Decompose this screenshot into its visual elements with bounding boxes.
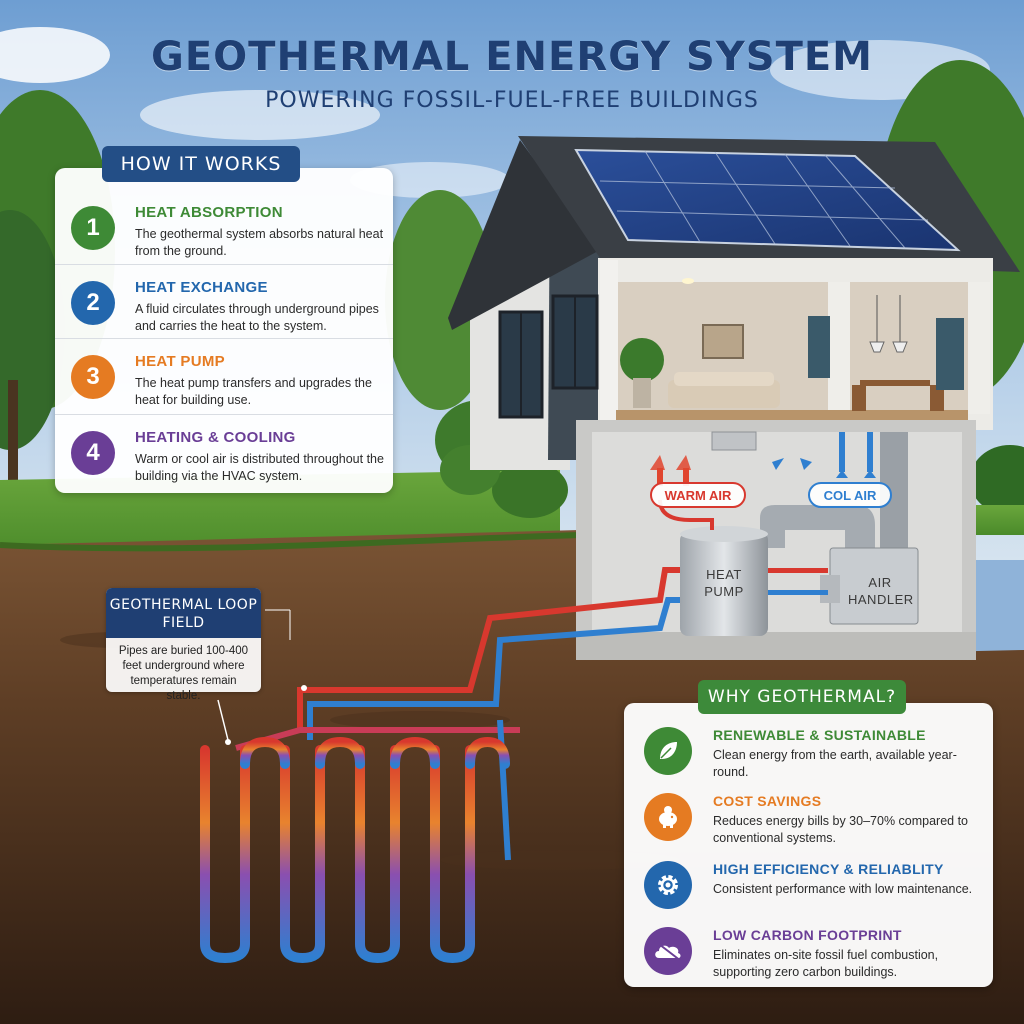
ground-loop-bend: [240, 736, 290, 769]
benefit-title: HIGH EFFICIENCY & RELIABLITY: [713, 861, 944, 877]
step-item: 4 HEATING & COOLING Warm or cool air is …: [55, 414, 393, 492]
loop-field-callout: GEOTHERMAL LOOP FIELD Pipes are buried 1…: [106, 588, 261, 702]
ground-loop-pipe: [430, 745, 475, 964]
heat-pump-label: HEAT PUMP: [704, 567, 744, 599]
benefit-title: COST SAVINGS: [713, 793, 822, 809]
cool-air-label: COL AIR: [808, 482, 892, 508]
loop-field-description: Pipes are buried 100-400 feet undergroun…: [118, 645, 249, 702]
benefit-description: Clean energy from the earth, available y…: [713, 748, 957, 779]
benefit-item: HIGH EFFICIENCY & RELIABLITY Consistent …: [624, 851, 993, 917]
benefit-title: LOW CARBON FOOTPRINT: [713, 927, 902, 943]
step-item: 1 HEAT ABSORPTION The geothermal system …: [55, 190, 393, 268]
benefit-item: RENEWABLE & SUSTAINABLE Clean energy fro…: [624, 717, 993, 783]
benefit-description: Eliminates on-site fossil fuel combustio…: [713, 948, 939, 979]
step-number-badge: 1: [71, 206, 115, 250]
step-number-badge: 3: [71, 355, 115, 399]
page-title: GEOTHERMAL ENERGY SYSTEM: [151, 34, 873, 80]
ground-loop-pipe: [280, 745, 325, 964]
benefit-description: Consistent performance with low maintena…: [713, 882, 973, 896]
step-title: HEATING & COOLING: [135, 429, 296, 446]
step-description: A fluid circulates through underground p…: [135, 302, 379, 333]
co2-icon: [644, 927, 692, 975]
ground-loop-pipe: [200, 745, 250, 964]
ground-loop-pipe: [355, 745, 400, 964]
benefit-title: RENEWABLE & SUSTAINABLE: [713, 727, 926, 743]
leaf-icon: [644, 727, 692, 775]
ground-loop-bend: [390, 736, 440, 769]
benefit-description: Reduces energy bills by 30–70% compared …: [713, 814, 969, 845]
step-number-badge: 2: [71, 281, 115, 325]
how-it-works-panel: 1 HEAT ABSORPTION The geothermal system …: [55, 168, 393, 493]
step-description: The geothermal system absorbs natural he…: [135, 227, 384, 258]
step-number-badge: 4: [71, 431, 115, 475]
page-subtitle: POWERING FOSSIL-FUEL-FREE BUILDINGS: [265, 88, 759, 113]
step-title: HEAT PUMP: [135, 353, 225, 370]
piggy-bank-icon: [644, 793, 692, 841]
benefit-item: COST SAVINGS Reduces energy bills by 30–…: [624, 783, 993, 849]
warm-air-label: WARM AIR: [650, 482, 746, 508]
loop-field-title: GEOTHERMAL LOOP FIELD: [106, 588, 261, 638]
step-item: 3 HEAT PUMP The heat pump transfers and …: [55, 338, 393, 416]
benefit-item: LOW CARBON FOOTPRINT Eliminates on-site …: [624, 917, 993, 983]
why-geothermal-heading: WHY GEOTHERMAL?: [698, 680, 906, 714]
ground-loop-bend: [315, 736, 365, 769]
step-description: The heat pump transfers and upgrades the…: [135, 376, 372, 407]
step-title: HEAT EXCHANGE: [135, 279, 268, 296]
ground-loop-bend: [465, 736, 510, 769]
air-handler-label: AIR HANDLER: [848, 575, 914, 607]
why-geothermal-panel: RENEWABLE & SUSTAINABLE Clean energy fro…: [624, 703, 993, 987]
how-it-works-heading: HOW IT WORKS: [102, 146, 300, 182]
step-title: HEAT ABSORPTION: [135, 204, 283, 221]
step-description: Warm or cool air is distributed througho…: [135, 452, 384, 483]
step-item: 2 HEAT EXCHANGE A fluid circulates throu…: [55, 264, 393, 342]
gear-icon: [644, 861, 692, 909]
